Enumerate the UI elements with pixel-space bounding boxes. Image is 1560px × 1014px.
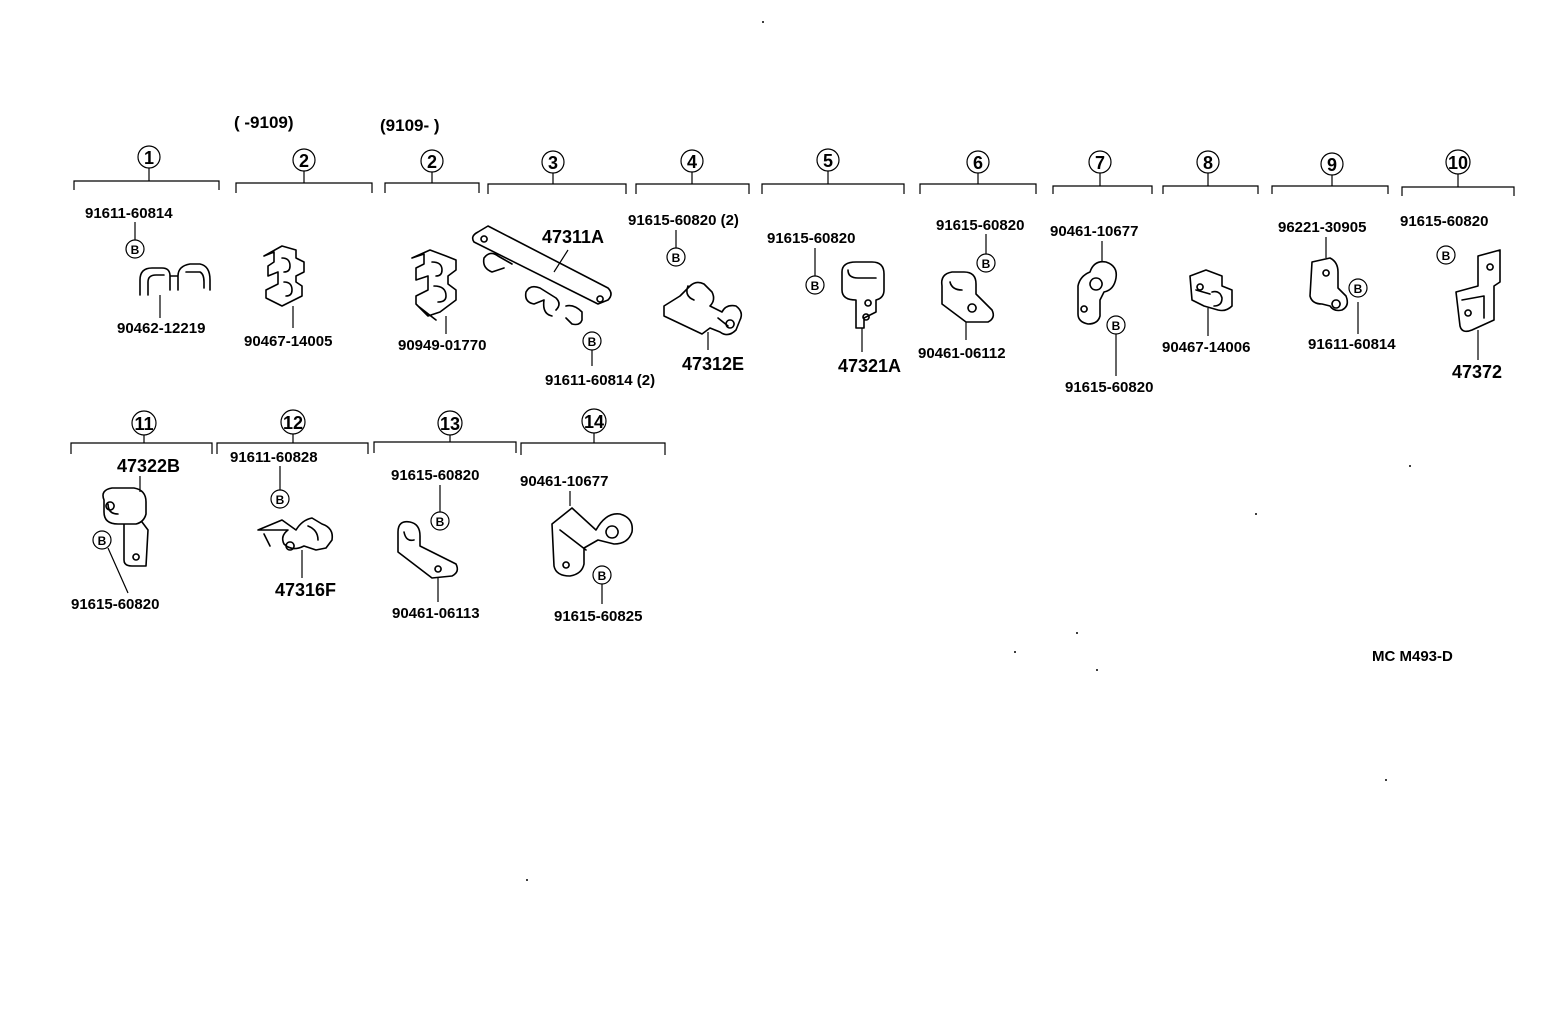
group-14: 14 90461-10677 B 91615-60825 [520, 408, 666, 625]
part-number: 90461-10677 [1050, 223, 1138, 240]
bolt-marker: B [276, 493, 285, 507]
clamp-part-icon [139, 263, 211, 296]
pipe-clamp-icon [1077, 260, 1118, 325]
part-number: 91611-60814 [1308, 336, 1396, 353]
bracket-part-icon [1455, 249, 1501, 333]
header-range-after: (9109- ) [380, 116, 440, 135]
part-number: 47321A [838, 356, 901, 376]
bolt-marker: B [98, 534, 107, 548]
pipe-clamp-icon [940, 271, 995, 323]
group-number: 4 [687, 152, 697, 172]
part-number: 91615-60820 [391, 467, 479, 484]
group-number: 9 [1327, 155, 1337, 175]
group-3: 3 47311A B 91611-60814 (2) [471, 150, 655, 389]
part-number: 90467-14005 [244, 333, 332, 350]
part-number: 90461-06112 [918, 345, 1006, 362]
part-number: 91615-60820 [767, 230, 855, 247]
group-number: 1 [144, 148, 154, 168]
group-number: 11 [134, 414, 153, 434]
scan-specks [526, 21, 1411, 881]
part-number: 91615-60820 (2) [628, 212, 739, 229]
part-number: 91611-60828 [230, 449, 318, 466]
group-2-early: 2 90467-14005 [235, 148, 373, 350]
group-13: 13 91615-60820 B 90461-06113 [373, 410, 517, 622]
part-number: 47312E [682, 354, 744, 374]
bolt-marker: B [598, 569, 607, 583]
pipe-clamp-icon [397, 520, 459, 579]
group-number: 3 [548, 153, 558, 173]
group-number: 5 [823, 151, 833, 171]
group-number: 6 [973, 153, 983, 173]
bolt-marker: B [672, 251, 681, 265]
bolt-marker: B [811, 279, 820, 293]
part-number: 91611-60814 (2) [545, 372, 655, 389]
group-11: 11 47322B B 91615-60820 [70, 410, 213, 613]
part-number: 47322B [117, 456, 180, 476]
group-10: 10 91615-60820 B 47372 [1400, 149, 1515, 382]
clamp-bracket-icon [1309, 257, 1349, 312]
group-12: 12 91611-60828 B 47316F [216, 409, 369, 600]
bolt-marker: B [1112, 319, 1121, 333]
part-number: 90461-10677 [520, 473, 608, 490]
bolt-marker: B [1354, 282, 1363, 296]
group-4: 4 91615-60820 (2) B 47312E [628, 149, 750, 374]
group-7: 7 90461-10677 B 91615-60820 [1050, 150, 1153, 396]
header-range-before: ( -9109) [234, 113, 294, 132]
clip-part-icon [1189, 269, 1233, 312]
group-6: 6 91615-60820 B 90461-06112 [918, 150, 1037, 362]
diagram-code: MC M493-D [1372, 648, 1453, 665]
group-number: 10 [1448, 153, 1468, 173]
group-number: 2 [427, 152, 437, 172]
group-9: 9 96221-30905 B 91611-60814 [1271, 152, 1396, 353]
part-number: 91611-60814 [85, 205, 173, 222]
part-number: 91615-60820 [1400, 213, 1488, 230]
part-number: 91615-60820 [936, 217, 1024, 234]
part-number: 90949-01770 [398, 337, 486, 354]
group-8: 8 90467-14006 [1162, 150, 1259, 356]
group-1: 1 91611-60814 B 90462-12219 [73, 145, 220, 337]
group-number: 2 [299, 151, 309, 171]
part-number: 91615-60825 [554, 608, 642, 625]
pipe-clamp-icon [102, 487, 149, 567]
part-number: 90462-12219 [117, 320, 205, 337]
clamp-part-icon [663, 281, 743, 336]
part-number: 96221-30905 [1278, 219, 1366, 236]
part-number: 91615-60820 [1065, 379, 1153, 396]
pipe-clamp-icon [841, 261, 885, 329]
pipe-clamp-icon [257, 517, 334, 551]
bolt-marker: B [436, 515, 445, 529]
clip-part-icon [411, 249, 457, 321]
part-number: 91615-60820 [71, 596, 159, 613]
bracket-assembly-icon [471, 225, 612, 326]
part-number: 47316F [275, 580, 336, 600]
group-number: 12 [283, 413, 303, 433]
group-number: 7 [1095, 153, 1105, 173]
bolt-marker: B [588, 335, 597, 349]
bolt-marker: B [982, 257, 991, 271]
part-number: 90461-06113 [392, 605, 480, 622]
group-number: 13 [440, 414, 460, 434]
group-number: 14 [584, 412, 604, 432]
group-number: 8 [1203, 153, 1213, 173]
bracket-clamp-icon [551, 507, 634, 577]
bolt-marker: B [1442, 249, 1451, 263]
clip-part-icon [263, 245, 305, 307]
group-5: 5 91615-60820 B 47321A [761, 148, 905, 376]
part-number: 90467-14006 [1162, 339, 1250, 356]
bolt-marker: B [131, 243, 140, 257]
part-number: 47311A [542, 227, 604, 247]
part-number: 47372 [1452, 362, 1502, 382]
group-2-late: 2 90949-01770 [384, 149, 486, 354]
